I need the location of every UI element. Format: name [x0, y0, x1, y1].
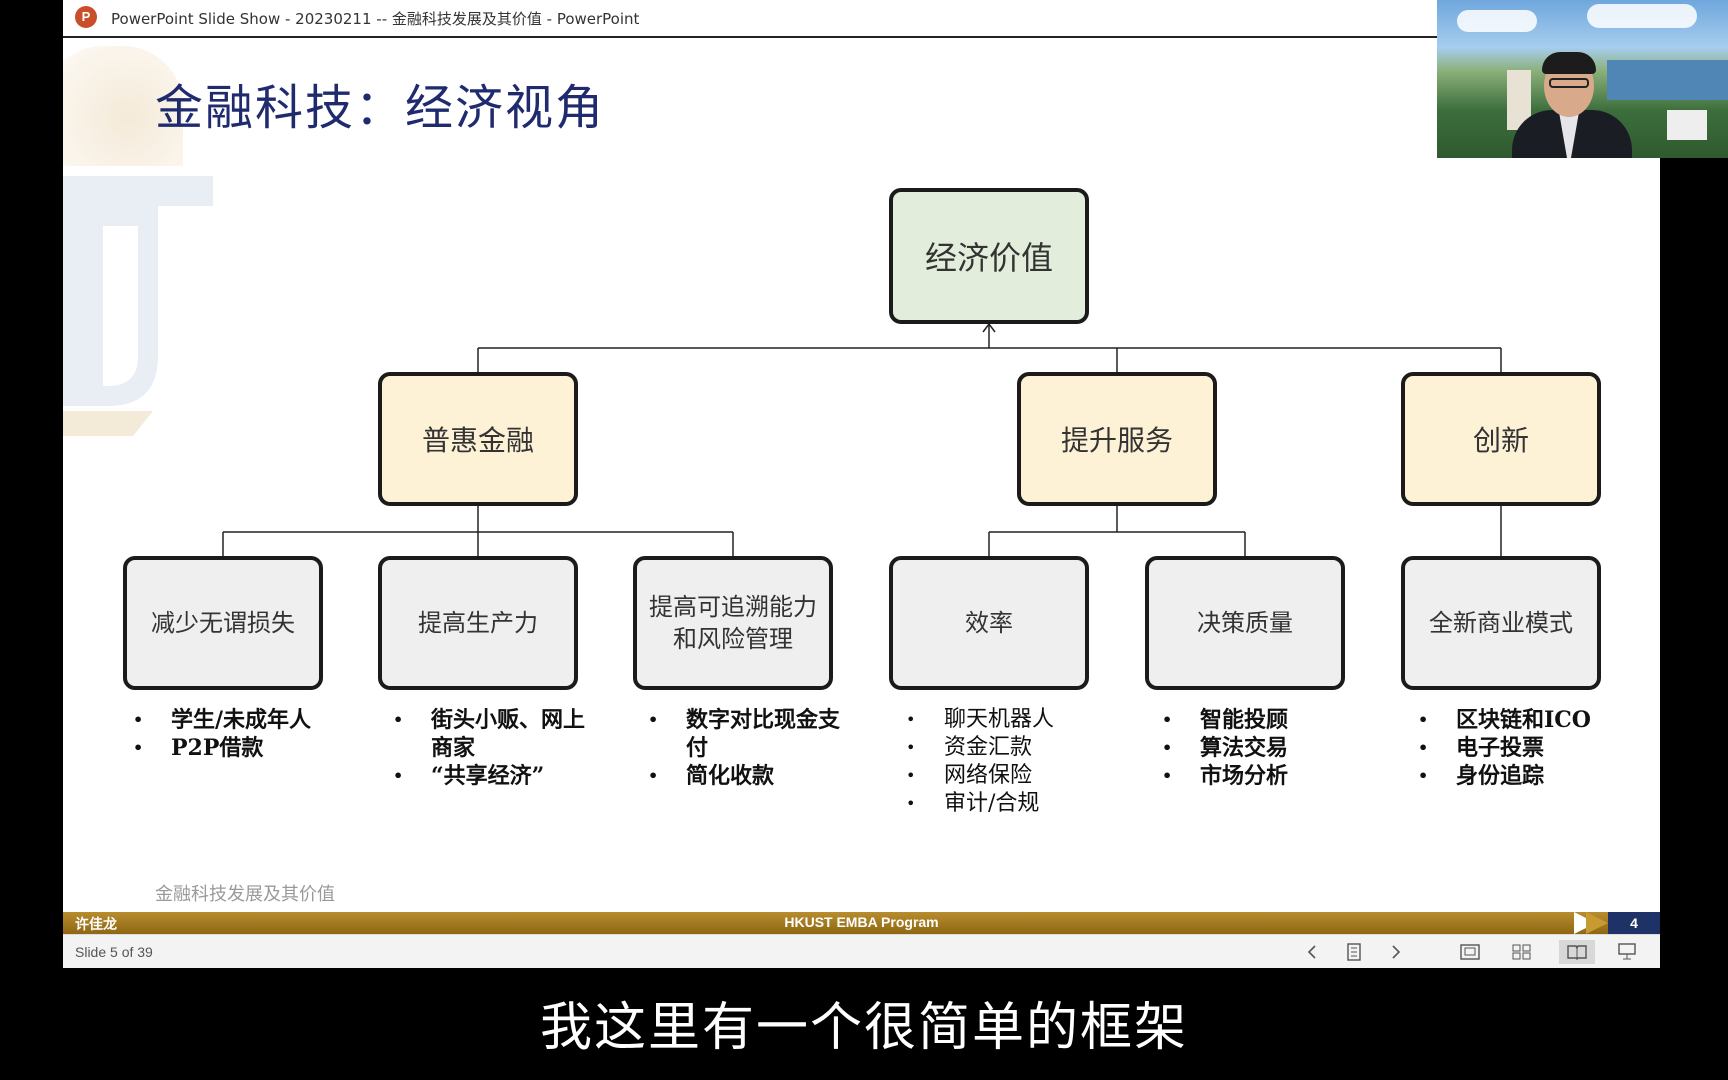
- bullet-item: 身份追踪: [1418, 762, 1638, 790]
- bullet-item: 电子投票: [1418, 734, 1638, 762]
- slide-canvas[interactable]: 金融科技：经济视角: [63, 38, 1660, 912]
- chart-node-level3-3: 提高可追溯能力和风险管理: [633, 556, 833, 690]
- bullet-list-1: 学生/未成年人 P2P借款: [133, 706, 333, 762]
- chart-node-level3-2: 提高生产力: [378, 556, 578, 690]
- status-bar: Slide 5 of 39: [63, 934, 1660, 968]
- title-bar: P PowerPoint Slide Show - 20230211 -- 金融…: [63, 0, 1660, 38]
- bullet-list-6: 区块链和ICO 电子投票 身份追踪: [1418, 706, 1638, 790]
- chart-node-level2-3: 创新: [1401, 372, 1601, 506]
- bullet-item: “共享经济”: [393, 762, 593, 790]
- chart-node-level3-5: 决策质量: [1145, 556, 1345, 690]
- bullet-item: 街头小贩、网上商家: [393, 706, 593, 762]
- program-name: HKUST EMBA Program: [784, 914, 939, 930]
- cam-cloud: [1457, 10, 1537, 32]
- reading-view-icon[interactable]: [1559, 940, 1595, 964]
- cam-cloud: [1587, 4, 1697, 28]
- bullet-item: 算法交易: [1162, 734, 1362, 762]
- slide-list-icon[interactable]: [1340, 940, 1368, 964]
- bullet-item: P2P借款: [133, 734, 333, 762]
- bullet-item: 区块链和ICO: [1418, 706, 1638, 734]
- chart-node-level2-2: 提升服务: [1017, 372, 1217, 506]
- bullet-item: 审计/合规: [906, 790, 1106, 818]
- slide-ribbon: 许佳龙 HKUST EMBA Program 4: [63, 912, 1660, 934]
- watermark-sun-logo: [63, 46, 183, 166]
- chart-node-level3-1: 减少无谓损失: [123, 556, 323, 690]
- bullet-list-5: 智能投顾 算法交易 市场分析: [1162, 706, 1362, 790]
- org-chart-connectors: [222, 322, 1502, 558]
- bullet-item: 数字对比现金支付: [648, 706, 848, 762]
- slide-title: 金融科技：经济视角: [155, 80, 606, 136]
- presenter-hair: [1542, 52, 1596, 74]
- bullet-list-2: 街头小贩、网上商家 “共享经济”: [393, 706, 593, 790]
- chart-node-level2-1: 普惠金融: [378, 372, 578, 506]
- bullet-item: 简化收款: [648, 762, 848, 790]
- presenter-webcam-video: [1437, 0, 1728, 158]
- ribbon-chevron-gold-icon: [1586, 912, 1608, 934]
- presenter-glasses: [1549, 78, 1589, 88]
- watermark-university-logo: [63, 176, 213, 436]
- powerpoint-logo-icon: P: [75, 6, 97, 28]
- presenter-name: 许佳龙: [75, 917, 117, 933]
- ribbon-page-number: 4: [1608, 912, 1660, 934]
- prev-slide-icon[interactable]: [1298, 940, 1326, 964]
- cam-building: [1667, 110, 1707, 140]
- slide-sorter-icon[interactable]: [1508, 940, 1536, 964]
- bullet-item: 网络保险: [906, 762, 1106, 790]
- chart-node-root: 经济价值: [889, 188, 1089, 324]
- slideshow-icon[interactable]: [1613, 940, 1641, 964]
- slide-footer-text: 金融科技发展及其价值: [155, 884, 335, 905]
- bullet-list-3: 数字对比现金支付 简化收款: [648, 706, 848, 790]
- window-title: PowerPoint Slide Show - 20230211 -- 金融科技…: [111, 10, 640, 28]
- chart-node-level3-6: 全新商业模式: [1401, 556, 1601, 690]
- bullet-item: 市场分析: [1162, 762, 1362, 790]
- normal-view-icon[interactable]: [1456, 940, 1484, 964]
- powerpoint-window: P PowerPoint Slide Show - 20230211 -- 金融…: [63, 0, 1660, 968]
- chart-node-level3-4: 效率: [889, 556, 1089, 690]
- cam-sea: [1607, 60, 1728, 100]
- bullet-item: 学生/未成年人: [133, 706, 333, 734]
- slide-counter: Slide 5 of 39: [75, 944, 153, 960]
- bullet-item: 聊天机器人: [906, 706, 1106, 734]
- bullet-list-4: 聊天机器人 资金汇款 网络保险 审计/合规: [906, 706, 1106, 818]
- video-subtitle: 我这里有一个很简单的框架: [539, 998, 1188, 1058]
- bullet-item: 资金汇款: [906, 734, 1106, 762]
- bullet-item: 智能投顾: [1162, 706, 1362, 734]
- next-slide-icon[interactable]: [1382, 940, 1410, 964]
